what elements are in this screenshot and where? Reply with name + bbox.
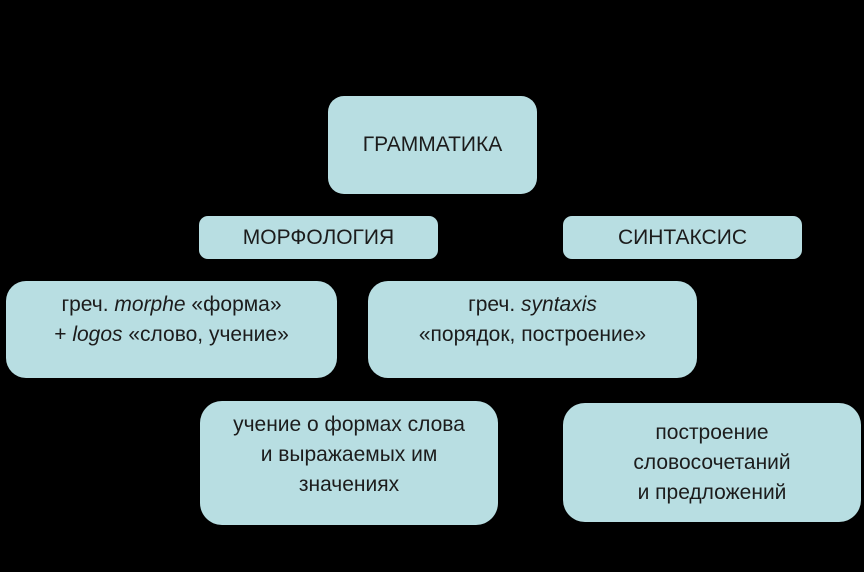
morphology-definition-line3: значениях <box>298 473 400 496</box>
morphology-node-label: МОРФОЛОГИЯ <box>242 225 395 249</box>
syntax-node-label: СИНТАКСИС <box>618 225 747 249</box>
morphology-definition-node: учение о формах слова и выражаемых им зн… <box>200 401 498 525</box>
syntax-etymology-line2: «порядок, построение» <box>418 323 647 346</box>
grammar-node: ГРАММАТИКА <box>328 96 537 194</box>
syntax-definition-line2: словосочетаний <box>633 450 791 474</box>
morphology-etymology-node: греч. morphe «форма» + logos «слово, уче… <box>6 281 337 378</box>
grammar-node-label: ГРАММАТИКА <box>362 133 503 156</box>
morphology-definition-line2: и выражаемых им <box>260 443 438 466</box>
syntax-definition-line3: и предложений <box>637 480 787 504</box>
syntax-definition-node: построение словосочетаний и предложений <box>563 403 861 522</box>
syntax-node: СИНТАКСИС <box>563 216 802 259</box>
syntax-etymology-line1: греч. syntaxis <box>468 293 597 316</box>
morphology-etymology-line2: + logos «слово, учение» <box>54 323 289 346</box>
syntax-etymology-node: греч. syntaxis «порядок, построение» <box>368 281 697 378</box>
morphology-node: МОРФОЛОГИЯ <box>199 216 438 259</box>
morphology-definition-line1: учение о формах слова <box>233 413 465 436</box>
syntax-definition-line1: построение <box>655 420 769 444</box>
morphology-etymology-line1: греч. morphe «форма» <box>61 293 282 316</box>
